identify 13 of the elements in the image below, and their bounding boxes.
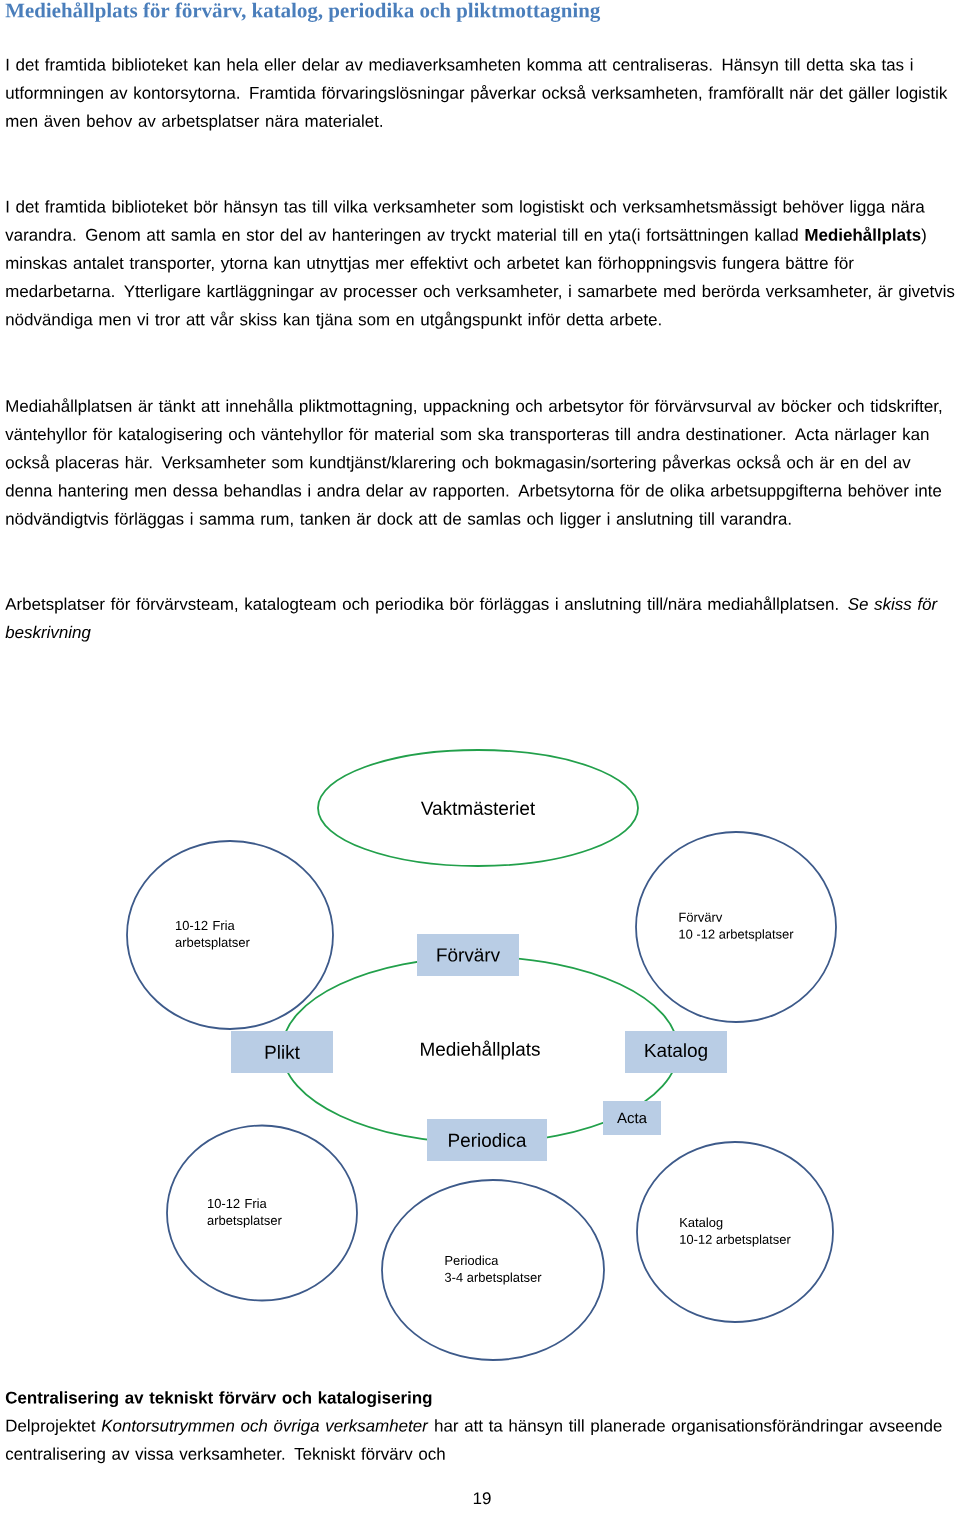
label-box: Plikt (231, 1031, 333, 1073)
paragraph: Arbetsplatser för förvärvsteam, katalogteam och periodika bör förläggas i anslutning till/nära mediahållplatsen. Se skiss för beskrivning (5, 596, 938, 642)
label-box: Katalog (625, 1031, 727, 1073)
label-box: Periodica (427, 1119, 547, 1161)
label-box: Förvärv (417, 934, 519, 976)
heading: Mediehållplats för förvärv, katalog, periodika och pliktmottagning (5, 2, 601, 22)
page-number: 19 (473, 1492, 491, 1505)
paragraph: I det framtida biblioteket kan hela eller delar av mediaverksamheten komma att centraliseras. Hänsyn till detta ska tas i utformningen av kontorsytorna. Framtida förvaringslösningar påverkar också verksamheten, framförallt när det gäller logistik men även behov av arbetsplatser nära materialet. (6, 58, 948, 131)
paragraph: Delprojektet Kontorsutrymmen och övriga verksamheter har att ta hänsyn till planerade organisationsförändringar avseende centralisering av vissa verksamheter. Tekniskt förvärv och (5, 1419, 942, 1464)
subheading: Centralisering av tekniskt förvärv och katalogisering (5, 1391, 432, 1408)
paragraph: I det framtida biblioteket bör hänsyn tas till vilka verksamheter som logistiskt och verksamhetsmässigt behöver ligga nära varandra. Genom att samla en stor del av hanteringen av tryckt material till en yta(i fortsättningen kallad Mediehållplats) minskas antalet transporter, ytorna kan utnyttjas mer effektivt och arbetet kan förhoppningsvis fungera bättre för medarbetarna. Ytterligare kartläggningar av processer och verksamheter, i samarbete med berörda verksamheter, är givetvis nödvändiga men vi tror att vår skiss kan tjäna som en utgångspunkt inför detta arbete. (5, 200, 955, 329)
paragraph: Mediahållplatsen är tänkt att innehålla pliktmottagning, uppackning och arbetsytor för förvärvsurval av böcker och tidskrifter, väntehyllor för katalogisering och väntehyllor för material som ska transporteras till andra destinationer. Acta närlager kan också placeras här. Verksamheter som kundtjänst/klarering och bokmagasin/sortering påverkas också och är en del av denna hantering men dessa behandlas i andra delar av rapporten. Arbetsytorna för de olika arbetsuppgifterna behöver inte nödvändigtvis förläggas i samma rum, tanken är dock att de samlas och ligger i anslutning till varandra. (5, 398, 942, 529)
label-box: Acta (603, 1101, 661, 1135)
